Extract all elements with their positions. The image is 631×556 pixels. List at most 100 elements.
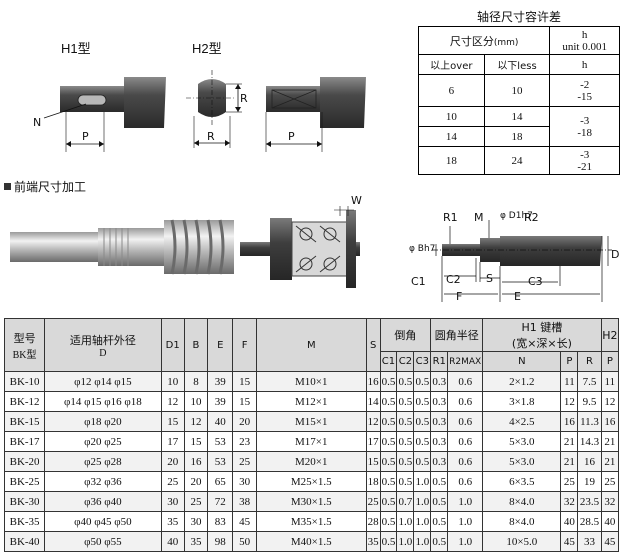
cell-c3: 0.5 bbox=[413, 391, 432, 412]
cell-f: 50 bbox=[232, 531, 257, 552]
cell-c1: 0.5 bbox=[379, 371, 398, 392]
cell-s: 14 bbox=[365, 391, 381, 412]
cell-c3: 0.5 bbox=[413, 371, 432, 392]
cell-d1: 17 bbox=[160, 431, 185, 452]
cell-c1: 0.5 bbox=[379, 491, 398, 512]
cell-model: BK-35 bbox=[3, 511, 46, 532]
cell-r: 28.5 bbox=[577, 511, 602, 532]
front-label-c3: C3 bbox=[528, 275, 543, 288]
cell-m: M17×1 bbox=[255, 431, 367, 452]
tolerance-cell: 10 bbox=[483, 74, 551, 107]
cell-r2: 0.6 bbox=[447, 471, 484, 492]
header-d1: D1 bbox=[160, 318, 185, 372]
h1-label-n: N bbox=[33, 116, 42, 129]
cell-c1: 0.5 bbox=[379, 511, 398, 532]
cell-b: 8 bbox=[183, 371, 209, 392]
tolerance-cell: 14 bbox=[418, 126, 485, 147]
cell-n: 10×5.0 bbox=[482, 531, 562, 552]
cell-r1: 0.5 bbox=[430, 511, 449, 532]
cell-c2: 1.0 bbox=[396, 531, 415, 552]
cell-d1: 40 bbox=[160, 531, 185, 552]
cell-r2: 0.6 bbox=[447, 411, 484, 432]
front-label-d: D bbox=[611, 248, 620, 261]
h2-end-view-drawing bbox=[186, 70, 242, 148]
cell-p2: 21 bbox=[600, 451, 620, 472]
cell-c2: 0.5 bbox=[396, 371, 415, 392]
cell-s: 35 bbox=[365, 531, 381, 552]
ballscrew-shaft-drawing bbox=[10, 219, 234, 275]
cell-d: φ36 φ40 bbox=[44, 491, 162, 512]
cell-n: 5×3.0 bbox=[482, 451, 562, 472]
cell-m: M15×1 bbox=[255, 411, 367, 432]
cell-r2: 0.6 bbox=[447, 391, 484, 412]
header-b: B bbox=[183, 318, 209, 372]
cell-model: BK-12 bbox=[3, 391, 46, 412]
cell-e: 39 bbox=[207, 371, 234, 392]
cell-r2: 0.6 bbox=[447, 451, 484, 472]
tolerance-subheader-less: 以下less bbox=[483, 54, 551, 75]
header-chamfer: 倒角 bbox=[379, 318, 432, 352]
h1-title: H1型 bbox=[61, 41, 91, 56]
cell-e: 72 bbox=[207, 491, 234, 512]
tolerance-cell: 10 bbox=[418, 106, 485, 127]
header-s: S bbox=[365, 318, 381, 372]
cell-d1: 15 bbox=[160, 411, 185, 432]
cell-p: 12 bbox=[560, 391, 579, 412]
cell-c2: 0.7 bbox=[396, 491, 415, 512]
tolerance-title: 轴径尺寸容许差 bbox=[476, 10, 561, 24]
cell-c2: 0.5 bbox=[396, 411, 415, 432]
cell-c1: 0.5 bbox=[379, 531, 398, 552]
header-e: E bbox=[207, 318, 234, 372]
h1-label-p: P bbox=[82, 130, 89, 143]
cell-p: 25 bbox=[560, 471, 579, 492]
cell-n: 8×4.0 bbox=[482, 511, 562, 532]
cell-c1: 0.5 bbox=[379, 411, 398, 432]
cell-f: 30 bbox=[232, 471, 257, 492]
cell-r2: 0.6 bbox=[447, 431, 484, 452]
cell-b: 15 bbox=[183, 431, 209, 452]
cell-d1: 20 bbox=[160, 451, 185, 472]
cell-n: 6×3.5 bbox=[482, 471, 562, 492]
cell-p2: 45 bbox=[600, 531, 620, 552]
cell-r1: 0.5 bbox=[430, 531, 449, 552]
tolerance-cell-merged: -3-18 bbox=[549, 106, 620, 147]
cell-c1: 0.5 bbox=[379, 431, 398, 452]
cell-r1: 0.3 bbox=[430, 391, 449, 412]
front-label-r1: R1 bbox=[443, 211, 458, 224]
cell-c2: 0.5 bbox=[396, 431, 415, 452]
cell-model: BK-10 bbox=[3, 371, 46, 392]
cell-c1: 0.5 bbox=[379, 391, 398, 412]
shaft-end-diagrams bbox=[43, 70, 366, 152]
header-c1: C1 bbox=[379, 351, 398, 372]
cell-f: 15 bbox=[232, 371, 257, 392]
header-h1-keyway: H1 键槽(宽×深×长) bbox=[482, 318, 602, 352]
cell-r2: 0.6 bbox=[447, 371, 484, 392]
cell-m: M25×1.5 bbox=[255, 471, 367, 492]
cell-d1: 12 bbox=[160, 391, 185, 412]
cell-c3: 1.0 bbox=[413, 531, 432, 552]
cell-f: 23 bbox=[232, 431, 257, 452]
cell-p2: 25 bbox=[600, 471, 620, 492]
section-marker-icon bbox=[4, 183, 11, 190]
cell-r1: 0.5 bbox=[430, 491, 449, 512]
header-p: P bbox=[560, 351, 579, 372]
front-label-w: W bbox=[351, 194, 362, 207]
cell-p: 32 bbox=[560, 491, 579, 512]
cell-d1: 35 bbox=[160, 511, 185, 532]
front-label-r2: R2 bbox=[524, 211, 539, 224]
cell-p2: 21 bbox=[600, 431, 620, 452]
cell-d1: 25 bbox=[160, 471, 185, 492]
header-p2: P bbox=[600, 351, 620, 372]
cell-c3: 0.5 bbox=[413, 431, 432, 452]
header-m: M bbox=[255, 318, 367, 372]
cell-n: 5×3.0 bbox=[482, 431, 562, 452]
